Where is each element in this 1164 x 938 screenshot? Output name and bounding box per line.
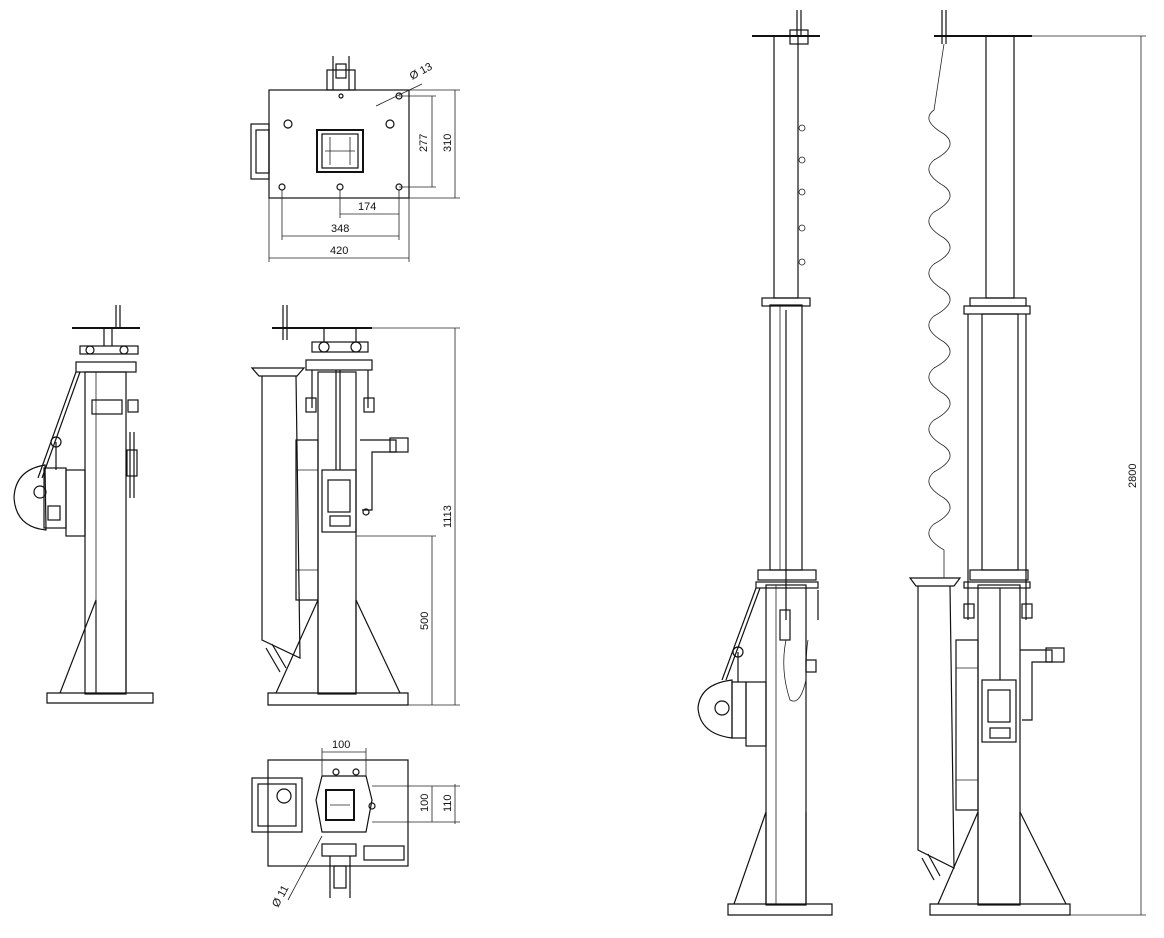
- top-plan-view: [250, 56, 460, 262]
- extended-view-right: [908, 10, 1146, 916]
- dim-dia-13-label: Ø 13: [408, 61, 435, 83]
- dim-2800-label: 2800: [1127, 464, 1139, 488]
- dim-dia-11-label: Ø 11: [270, 883, 291, 909]
- dim-174-label: 174: [358, 201, 376, 213]
- dim-310-label: 310: [442, 134, 454, 152]
- front-view: [250, 305, 460, 706]
- dim-100-top-label: 100: [332, 739, 350, 751]
- dim-500-label: 500: [419, 612, 431, 630]
- extended-view-left: [697, 10, 833, 916]
- dim-420-label: 420: [330, 245, 348, 257]
- dim-1113-label: 1113: [442, 505, 454, 528]
- dim-348-label: 348: [331, 223, 349, 235]
- left-side-view: [13, 305, 154, 704]
- dim-100-side-label: 100: [419, 794, 431, 812]
- dim-277-label: 277: [418, 134, 430, 152]
- bottom-plan-view: [251, 748, 460, 901]
- dim-110-label: 110: [442, 794, 454, 812]
